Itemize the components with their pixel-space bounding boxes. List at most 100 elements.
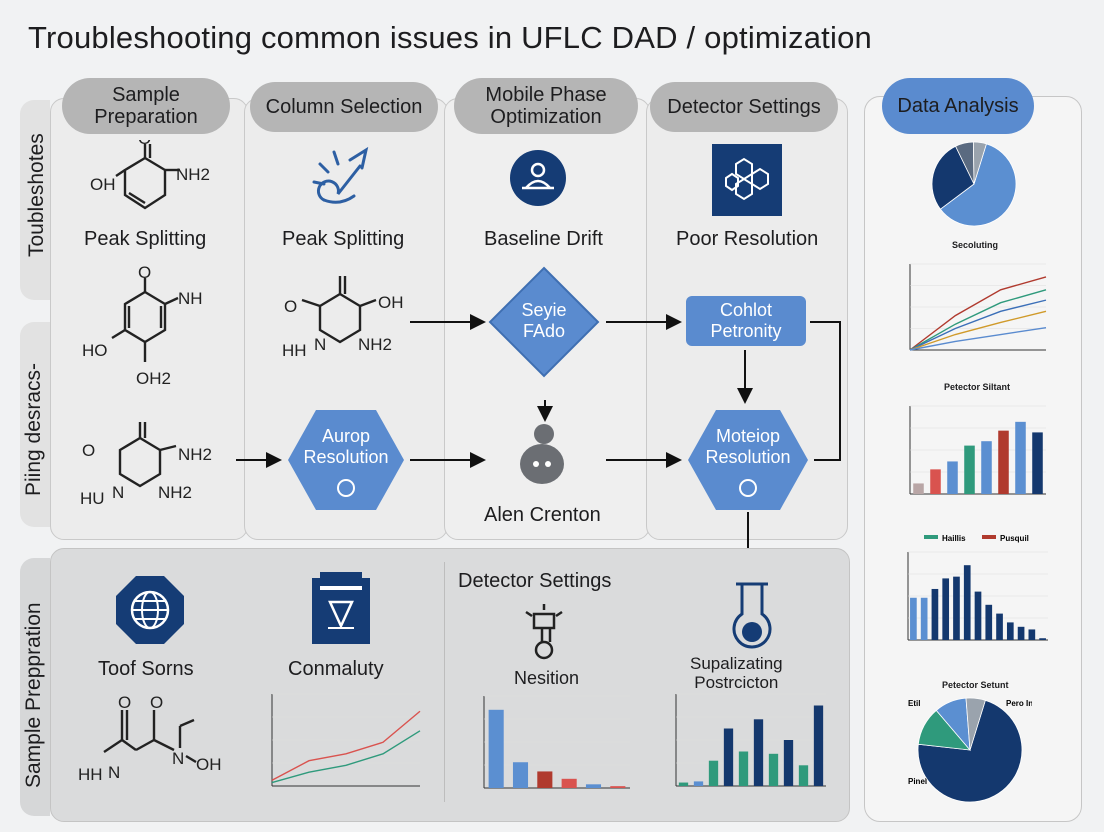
bar-chart-1 bbox=[909, 405, 1046, 495]
svg-text:Pusquil: Pusquil bbox=[1000, 534, 1029, 543]
cohlot-node-label: Cohlot Petronity bbox=[710, 300, 782, 341]
svg-text:NH2: NH2 bbox=[358, 335, 392, 354]
header-label: Column Selection bbox=[265, 96, 423, 118]
svg-text:O: O bbox=[150, 693, 163, 712]
bar-chart-1-title: Petector Siltant bbox=[944, 382, 1011, 392]
bar bbox=[783, 740, 794, 786]
bar bbox=[931, 588, 939, 640]
line-chart-1 bbox=[909, 263, 1047, 351]
series-line bbox=[909, 276, 1047, 351]
molecule-3-icon: O NH2 HU N NH2 bbox=[80, 422, 212, 508]
aurop-node[interactable] bbox=[286, 408, 406, 512]
svg-text:HH: HH bbox=[282, 341, 307, 360]
bar bbox=[930, 469, 941, 494]
series-line bbox=[909, 299, 1047, 351]
bar bbox=[985, 604, 993, 640]
nesition-label: Nesition bbox=[514, 668, 580, 688]
pie-chart-1 bbox=[931, 141, 1017, 227]
pie-slice bbox=[965, 697, 986, 751]
diamond-node-label: Seyie FAdo bbox=[521, 300, 567, 341]
flask-icon bbox=[732, 582, 772, 649]
header-data-analysis[interactable]: Data Analysis bbox=[882, 78, 1034, 134]
svg-text:Etil: Etil bbox=[908, 699, 920, 708]
container-icon bbox=[312, 572, 370, 644]
bar bbox=[753, 719, 764, 786]
molecule-4-icon: O OH HH N NH2 bbox=[282, 276, 404, 360]
bar bbox=[996, 613, 1003, 640]
svg-text:NH2: NH2 bbox=[178, 445, 212, 464]
svg-text:HO: HO bbox=[82, 341, 108, 360]
bar bbox=[1039, 638, 1046, 640]
bar bbox=[610, 786, 626, 788]
header-detector-settings[interactable]: Detector Settings bbox=[650, 82, 838, 132]
pie-slice bbox=[931, 145, 975, 210]
bar bbox=[974, 591, 982, 640]
bar bbox=[813, 705, 824, 786]
series-line bbox=[271, 730, 421, 784]
svg-text:N: N bbox=[108, 763, 120, 782]
bar bbox=[1032, 432, 1043, 494]
pie-slice bbox=[917, 699, 1023, 803]
header-column-selection[interactable]: Column Selection bbox=[250, 82, 438, 132]
bar bbox=[738, 751, 749, 786]
bar bbox=[981, 441, 992, 494]
issue-label-peak-splitting-1: Peak Splitting bbox=[84, 228, 207, 250]
cohlot-node[interactable]: Cohlot Petronity bbox=[686, 296, 806, 346]
svg-text:O: O bbox=[138, 140, 151, 148]
supalizating-label: Supalizating Postrcicton bbox=[690, 654, 783, 692]
detector-hexagon-icon bbox=[712, 144, 782, 216]
globe-icon bbox=[116, 576, 184, 644]
molecule-5-icon: O O HH N N OH bbox=[78, 693, 222, 784]
svg-text:Pinel: Pinel bbox=[908, 777, 927, 786]
svg-text:HU: HU bbox=[80, 489, 105, 508]
bar bbox=[537, 771, 553, 788]
bar bbox=[708, 760, 719, 786]
bar bbox=[585, 784, 602, 788]
bar bbox=[942, 578, 950, 640]
bar bbox=[1015, 421, 1026, 494]
bar bbox=[1017, 626, 1025, 640]
issue-label-baseline-drift: Baseline Drift bbox=[484, 228, 603, 250]
bar bbox=[768, 753, 779, 786]
mobile-phase-icon bbox=[510, 150, 566, 206]
issue-label-poor-resolution: Poor Resolution bbox=[676, 228, 819, 250]
svg-text:OH: OH bbox=[196, 755, 222, 774]
issue-label-peak-splitting-2: Peak Splitting bbox=[282, 228, 405, 250]
svg-text:N: N bbox=[314, 335, 326, 354]
bar bbox=[910, 597, 917, 640]
bar bbox=[693, 781, 704, 786]
svg-text:OH: OH bbox=[378, 293, 404, 312]
bar bbox=[913, 483, 924, 494]
svg-text:O: O bbox=[138, 266, 151, 282]
alen-icon bbox=[520, 424, 564, 484]
bar bbox=[998, 430, 1009, 494]
svg-text:OH2: OH2 bbox=[136, 369, 171, 388]
bar bbox=[920, 597, 928, 640]
svg-text:NH2: NH2 bbox=[176, 165, 210, 184]
svg-text:OH: OH bbox=[90, 175, 116, 194]
page-title: Troubleshooting common issues in UFLC DA… bbox=[28, 20, 872, 55]
bar bbox=[512, 762, 529, 788]
svg-text:O: O bbox=[284, 297, 297, 316]
svg-text:N: N bbox=[172, 749, 184, 768]
header-sample-preparation[interactable]: Sample Preparation bbox=[62, 78, 230, 134]
bar bbox=[953, 576, 960, 640]
svg-text:O: O bbox=[118, 693, 131, 712]
bar bbox=[964, 445, 975, 494]
header-mobile-phase[interactable]: Mobile Phase Optimization bbox=[454, 78, 638, 134]
aurop-node-label: Aurop Resolution bbox=[303, 426, 389, 467]
svg-text:NH: NH bbox=[178, 289, 203, 308]
bar bbox=[678, 782, 689, 786]
svg-text:Haillis: Haillis bbox=[942, 534, 966, 543]
svg-text:HH: HH bbox=[78, 765, 103, 784]
bottom-divider bbox=[444, 562, 445, 802]
series-line bbox=[909, 326, 1047, 351]
bar bbox=[947, 461, 958, 494]
moteiop-node[interactable] bbox=[686, 408, 810, 512]
line-chart-2 bbox=[271, 693, 421, 787]
diamond-node[interactable] bbox=[488, 266, 600, 378]
bar-chart-4 bbox=[675, 693, 826, 787]
side-band-3 bbox=[20, 558, 50, 816]
series-line bbox=[271, 710, 421, 781]
